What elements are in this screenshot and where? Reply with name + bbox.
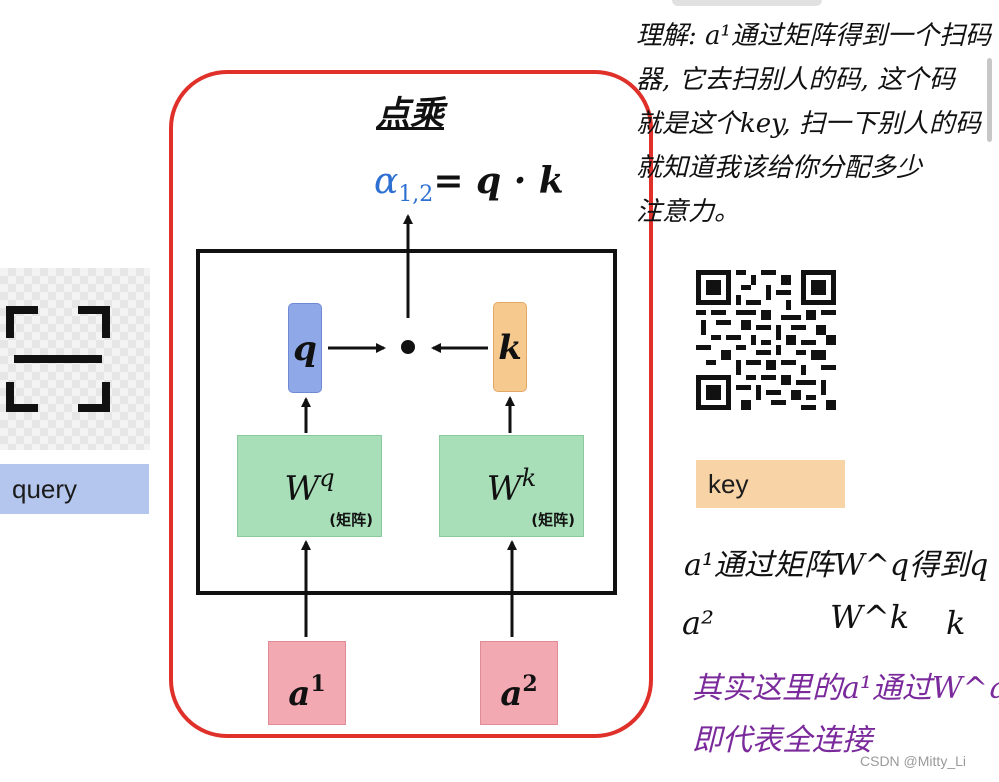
key-vector-box: k — [493, 302, 527, 392]
note-purple-line: 即代表全连接 — [692, 723, 872, 758]
formula-alpha: α — [374, 161, 399, 202]
formula-rhs: = q · k — [433, 160, 564, 202]
wq-base: W — [284, 469, 320, 509]
handwritten-note-mid: a¹通过矩阵W^q得到q — [684, 548, 989, 583]
handwritten-note-k: k — [946, 604, 966, 642]
a1-sup: 1 — [310, 671, 326, 697]
dot-product-frame — [169, 70, 653, 738]
query-label: query — [0, 464, 149, 514]
scrollbar-thumb[interactable] — [987, 58, 992, 142]
attention-formula: α1,2= q · k — [374, 160, 564, 207]
wk-note: (矩阵) — [531, 511, 575, 529]
projection-box — [196, 249, 617, 595]
scanner-icon-panel — [0, 268, 150, 450]
top-pill-decoration — [672, 0, 822, 6]
scan-frame-icon — [6, 306, 110, 412]
watermark: CSDN @Mitty_Li — [860, 753, 967, 769]
wk-base: W — [486, 469, 522, 509]
key-label: key — [696, 460, 845, 508]
note-purple-line: 其实这里的a¹通过W^q — [692, 671, 999, 706]
note-top-line: 就知道我该给你分配多少 — [636, 153, 923, 183]
note-top-line: 注意力。 — [636, 197, 741, 227]
wq-sup: q — [319, 464, 335, 492]
input-a1-box: a1 — [268, 641, 346, 725]
input-a2-box: a2 — [480, 641, 558, 725]
weight-matrix-q: Wq (矩阵) — [237, 435, 382, 537]
qr-code-icon — [696, 270, 836, 410]
weight-matrix-k: Wk (矩阵) — [439, 435, 584, 537]
handwritten-note-top: 理解: a¹通过矩阵得到一个扫码 器, 它去扫别人的码, 这个码 就是这个key… — [636, 14, 991, 234]
dot-product-node — [401, 340, 415, 354]
formula-subscript: 1,2 — [398, 182, 434, 207]
note-top-line: 器, 它去扫别人的码, 这个码 — [636, 65, 956, 95]
note-top-line: 理解: a¹通过矩阵得到一个扫码 — [636, 21, 991, 51]
handwritten-note-a2: a² — [682, 604, 714, 642]
a2-sup: 2 — [522, 671, 538, 697]
note-top-line: 就是这个key, 扫一下别人的码 — [636, 109, 981, 139]
a1-base: a — [288, 674, 311, 714]
wk-sup: k — [521, 464, 537, 492]
query-vector-box: q — [288, 303, 322, 393]
handwritten-note-wk: W^k — [830, 598, 910, 636]
diagram-title: 点乘 — [376, 94, 444, 134]
handwritten-note-purple: 其实这里的a¹通过W^q 即代表全连接 — [692, 663, 999, 767]
a2-base: a — [500, 674, 523, 714]
wq-note: (矩阵) — [329, 511, 373, 529]
